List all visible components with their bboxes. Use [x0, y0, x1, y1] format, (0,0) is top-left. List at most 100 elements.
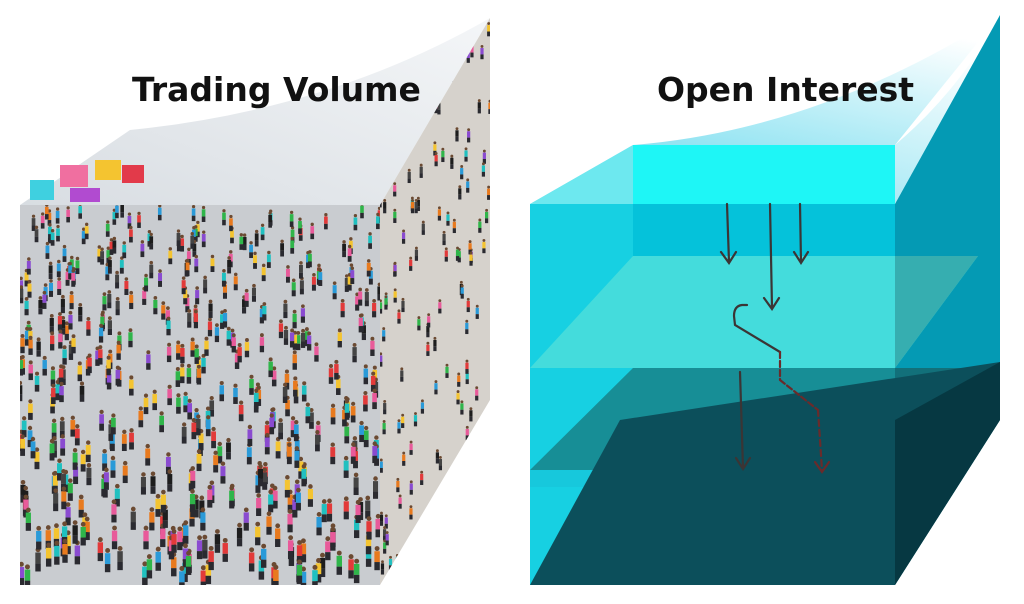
- crowd-figure: [351, 442, 356, 447]
- crowd-figure: [24, 580, 31, 585]
- crowd-figure: [330, 408, 336, 418]
- crowd-figure: [217, 446, 223, 457]
- crowd-figure: [434, 578, 438, 585]
- crowd-figure: [24, 296, 29, 301]
- crowd-figure: [344, 277, 349, 286]
- dashed-path: [778, 350, 820, 412]
- crowd-figure: [227, 267, 232, 274]
- crowd-figure: [102, 296, 107, 305]
- crowd-figure: [366, 259, 371, 263]
- crowd-figure: [58, 329, 63, 334]
- crowd-figure: [482, 241, 486, 249]
- crowd-figure: [400, 367, 404, 371]
- crowd-figure: [129, 432, 134, 443]
- crowd-figure: [160, 504, 166, 513]
- crowd-figure: [460, 165, 464, 168]
- crowd-figure: [198, 443, 204, 451]
- crowd-figure: [249, 244, 253, 253]
- crowd-figure: [80, 454, 86, 465]
- crowd-figure: [103, 482, 109, 490]
- crowd-figure: [444, 524, 449, 529]
- crowd-figure: [226, 339, 231, 346]
- crowd-figure: [419, 163, 423, 167]
- crowd-figure: [342, 419, 347, 427]
- crowd-figure: [397, 309, 401, 313]
- crowd-figure: [434, 155, 438, 162]
- crowd-figure: [288, 557, 295, 566]
- crowd-figure: [316, 420, 321, 426]
- crowd-figure: [101, 478, 107, 489]
- crowd-figure: [185, 297, 190, 307]
- crowd-figure: [342, 410, 347, 420]
- crowd-figure: [45, 245, 50, 254]
- crowd-figure: [445, 532, 449, 536]
- crowd-figure: [108, 433, 114, 441]
- crowd-figure: [460, 403, 464, 410]
- crowd-figure: [80, 526, 86, 538]
- crowd-figure: [286, 447, 292, 457]
- crowd-figure: [28, 412, 33, 420]
- crowd-figure: [293, 389, 298, 397]
- crowd-figure: [296, 331, 301, 335]
- crowd-figure: [114, 488, 120, 499]
- crowd-figure: [292, 309, 297, 314]
- crowd-figure: [107, 267, 112, 274]
- crowd-figure: [140, 243, 145, 252]
- crowd-figure: [60, 416, 65, 422]
- crowd-figure: [457, 372, 461, 376]
- crowd-figure: [410, 35, 414, 41]
- crowd-figure: [181, 276, 186, 280]
- crowd-figure: [34, 229, 39, 237]
- crowd-figure: [468, 240, 472, 244]
- crowd-figure: [417, 319, 421, 326]
- crowd-figure: [388, 565, 393, 571]
- crowd-figure: [308, 484, 313, 489]
- crowd-figure: [376, 212, 380, 217]
- crowd-figure: [478, 221, 482, 228]
- crowd-figure: [247, 429, 253, 439]
- crowd-figure: [68, 323, 73, 330]
- crowd-figure: [128, 328, 133, 333]
- crowd-figure: [255, 485, 261, 493]
- crowd-figure: [290, 416, 296, 421]
- crowd-figure: [264, 447, 270, 455]
- crowd-figure: [185, 306, 190, 313]
- crowd-figure: [460, 409, 464, 415]
- crowd-figure: [194, 408, 199, 413]
- crowd-figure: [436, 571, 440, 579]
- crowd-figure: [287, 442, 292, 447]
- crowd-figure: [116, 340, 121, 345]
- crowd-figure: [438, 465, 443, 471]
- crowd-figure: [176, 340, 181, 345]
- crowd-figure: [290, 248, 295, 254]
- crowd-figure: [298, 217, 302, 221]
- crowd-figure: [79, 385, 85, 395]
- crowd-figure: [80, 449, 86, 455]
- crowd-figure: [300, 566, 306, 572]
- crowd-figure: [57, 259, 61, 264]
- crowd-figure: [122, 244, 127, 253]
- crowd-figure: [249, 374, 254, 379]
- crowd-figure: [278, 418, 283, 423]
- crowd-figure: [111, 413, 116, 418]
- crowd-figure: [59, 386, 64, 396]
- crowd-figure: [483, 509, 488, 516]
- crowd-figure: [266, 254, 271, 263]
- crowd-figure: [230, 332, 235, 342]
- crowd-figure: [455, 130, 459, 137]
- crowd-figure: [53, 493, 59, 504]
- crowd-figure: [79, 381, 85, 386]
- crowd-figure: [150, 471, 156, 476]
- crowd-figure: [112, 247, 117, 254]
- crowd-figure: [397, 34, 401, 38]
- crowd-figure: [268, 214, 272, 223]
- crowd-figure: [48, 223, 52, 227]
- crowd-figure: [47, 220, 52, 226]
- crowd-figure: [464, 147, 468, 151]
- crowd-figure: [207, 499, 213, 508]
- crowd-figure: [441, 157, 445, 163]
- crowd-figure: [183, 525, 189, 536]
- crowd-figure: [456, 393, 460, 400]
- crowd-figure: [380, 458, 383, 462]
- crowd-figure: [30, 441, 36, 452]
